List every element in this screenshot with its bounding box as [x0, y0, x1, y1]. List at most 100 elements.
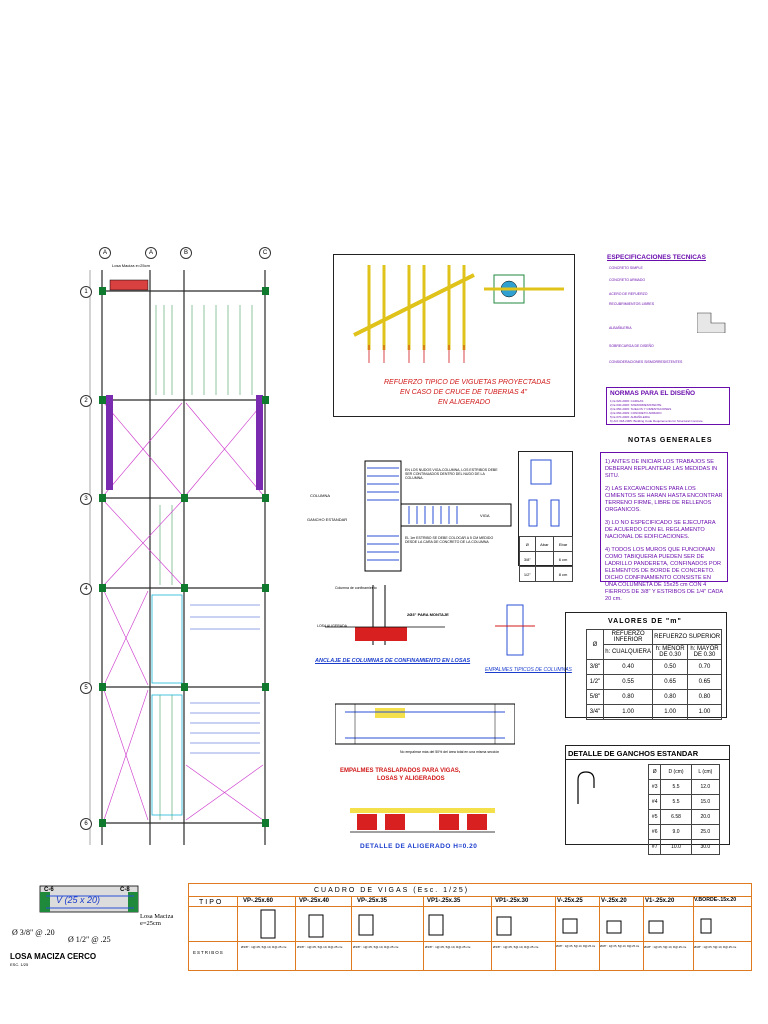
losa-beam-label: V (25 x 20) [56, 895, 101, 905]
losa-title: LOSA MACIZA CERCO [10, 952, 97, 961]
ganchos-cell: 10.0 [660, 839, 692, 855]
anclaje-label-losa: LOSA ALIGERADA [317, 624, 347, 628]
normas-line-6: 6) ACI 318-2005: Building Code Requireme… [610, 419, 703, 423]
joint-label-viga: VIGA [480, 513, 490, 518]
valores-m-cell: 1.00 [652, 704, 689, 720]
joint-label-gancho: GANCHO ESTANDAR [307, 517, 348, 522]
viga-type-3: VP-.25x.35 [357, 898, 388, 904]
viga-type-6: V-.25x.25 [557, 898, 583, 904]
losa-c-right: C-8 [120, 887, 130, 893]
valores-m-cell: 0.80 [652, 689, 689, 705]
viga-col-4: VP1-.25x.35 Ø3/8" : 1@.05, 5@.10, R@.25 … [423, 896, 492, 970]
viga-section-3 [358, 914, 374, 936]
viga-type-8: V1-.25x.20 [645, 898, 675, 904]
losa-bar-1: Ø 3/8" @ .20 [12, 928, 55, 937]
grid-label-left-3: 3 [80, 493, 92, 505]
vigueta-title-2: EN CASO DE CRUCE DE TUBERIAS 4" [400, 389, 527, 396]
empalmes-vigas-detail: No empalmar más del 50% del área total e… [334, 690, 516, 790]
viga-stirrup-9: Ø3/8" : 1@.05, 5@.10, R@.25 c/e [694, 945, 737, 949]
cuadro-row-tipo: TIPO [199, 899, 224, 906]
viga-section-6 [562, 918, 578, 934]
viga-type-1: VP-.25x.60 [243, 898, 274, 904]
normas-line-4: 4) E.060-2009: CONCRETO ARMADO [610, 411, 662, 415]
valores-m-cell: 0.40 [602, 659, 654, 675]
valores-m-cell: 1/2" [586, 674, 604, 690]
normas-line-3: 3) E.050-2006: SUELOS Y CIMENTACIONES [610, 407, 672, 411]
ganchos-cell: 5.5 [660, 794, 692, 810]
nota-2: 2) LAS EXCAVACIONES PARA LOS CIMIENTOS S… [605, 485, 723, 513]
viga-type-5: VP1-.25x.30 [495, 898, 529, 904]
empalmes-vigas-title-2: LOSAS Y ALIGERADOS [377, 776, 445, 782]
ganchos-cell: #7 [647, 839, 662, 855]
valores-m-h-1: h: CUALQUIERA [602, 644, 654, 660]
valores-m-cell: 3/8" [586, 659, 604, 675]
stirrup-h2: Ebar [553, 536, 573, 552]
ganchos-cell: 9.0 [660, 824, 692, 840]
specs-line-6: SOBRECARGA DE DISEÑO [609, 344, 654, 348]
vigueta-title-1: REFUERZO TIPICO DE VIGUETAS PROYECTADAS [384, 379, 551, 386]
cuadro-vigas-title: CUADRO DE VIGAS (Esc. 1/25) [314, 887, 470, 894]
grid-label-left-2: 2 [80, 395, 92, 407]
joint-note-2: EL 1er ESTRIBO SE DEBE COLOCAR A 5 CM ME… [405, 536, 494, 545]
nota-3: 3) LO NO ESPECIFICADO SE EJECUTARA DE AC… [605, 519, 716, 540]
viga-section-7 [606, 920, 622, 934]
ganchos-h: L (cm) [690, 764, 721, 780]
ganchos-cell: 12.0 [690, 779, 721, 795]
losa-maciza-drawing [39, 885, 139, 913]
specs-title: ESPECIFICACIONES TECNICAS [607, 254, 706, 261]
stirrup-cell: 3/8" [519, 551, 536, 567]
ganchos-cell: #4 [647, 794, 662, 810]
stirrup-cell: 8 cm [553, 566, 573, 582]
empalmes-columnas-detail: EMPALMES TIPICOS DE COLUMNAS [485, 600, 572, 680]
viga-col-8: V1-.25x.20 Ø3/8" : 1@.05, 5@.10, R@.25 c… [643, 896, 694, 970]
valores-m-cell: 3/4" [586, 704, 604, 720]
stirrup-drawing [528, 459, 560, 527]
viga-stirrup-1: Ø3/8" : 1@.05, 5@.10, R@.25 c/e [241, 945, 287, 949]
valores-m-group-row: Ø REFUERZO INFERIOR REFUERZO SUPERIOR [586, 629, 722, 660]
vigueta-title-3: EN ALIGERADO [438, 399, 491, 406]
valores-m-cell: 0.80 [602, 689, 654, 705]
stirrup-row-1: 3/8" 6 cm [519, 551, 573, 567]
viga-stirrup-3: Ø3/8" : 1@.05, 5@.10, R@.25 c/e [353, 945, 399, 949]
viga-section-9 [700, 918, 712, 934]
viga-section-1 [260, 909, 276, 939]
viga-col-2: VP-.25x.40 Ø3/8" : 1@.05, 5@.10, R@.25 c… [295, 896, 352, 970]
anclaje-detail: Columna de confinamiento LOSA ALIGERADA … [315, 585, 470, 675]
valores-m-group-inf: REFUERZO INFERIOR [602, 629, 654, 645]
viga-col-7: V-.25x.20 Ø3/8" : 1@.05, 5@.10, R@.25 c/… [599, 896, 644, 970]
stirrup-cell [534, 566, 555, 582]
wall-hatch-icon [697, 312, 726, 333]
cuadro-vigas-panel: CUADRO DE VIGAS (Esc. 1/25) TIPO ESTRIBO… [188, 883, 752, 971]
notas-title: NOTAS GENERALES [628, 437, 713, 444]
valores-m-cell: 0.65 [652, 674, 689, 690]
valores-m-title: VALORES DE "m" [608, 618, 682, 625]
nota-1: 1) ANTES DE INICIAR LOS TRABAJOS SE DEBE… [605, 459, 718, 479]
stirrup-table-header: Ø Abar Ebar [519, 536, 573, 552]
grid-label-top-4: C [259, 247, 271, 259]
ganchos-cell: 25.0 [690, 824, 721, 840]
ganchos-cell: 5.5 [660, 779, 692, 795]
losa-scale: ESC. 1/25 [10, 962, 29, 967]
anclaje-label-col: Columna de confinamiento [335, 586, 377, 590]
ganchos-h: Ø [647, 764, 662, 780]
specs-line-5: ALBAÑILERIA [609, 326, 632, 330]
ganchos-cell: 30.0 [690, 839, 721, 855]
anclaje-title: ANCLAJE DE COLUMNAS DE CONFINAMIENTO EN … [315, 658, 471, 664]
ganchos-title: DETALLE DE GANCHOS ESTANDAR [568, 749, 699, 758]
aligerado-drawing [350, 808, 495, 833]
valores-m-cell: 5/8" [586, 689, 604, 705]
stirrup-detail-box: Ø Abar Ebar 3/8" 6 cm 1/2" 8 cm [518, 451, 573, 582]
stirrup-cell [534, 551, 555, 567]
viga-section-2 [308, 914, 324, 938]
valores-m-cell: 0.65 [687, 674, 722, 690]
losa-bar-2: Ø 1/2" @ .25 [68, 935, 111, 944]
valores-m-panel: VALORES DE "m" Ø REFUERZO INFERIOR REFUE… [565, 612, 727, 720]
column-joint-drawing [364, 460, 512, 572]
valores-m-h-3: h: MAYOR DE 0.30 [687, 644, 722, 660]
